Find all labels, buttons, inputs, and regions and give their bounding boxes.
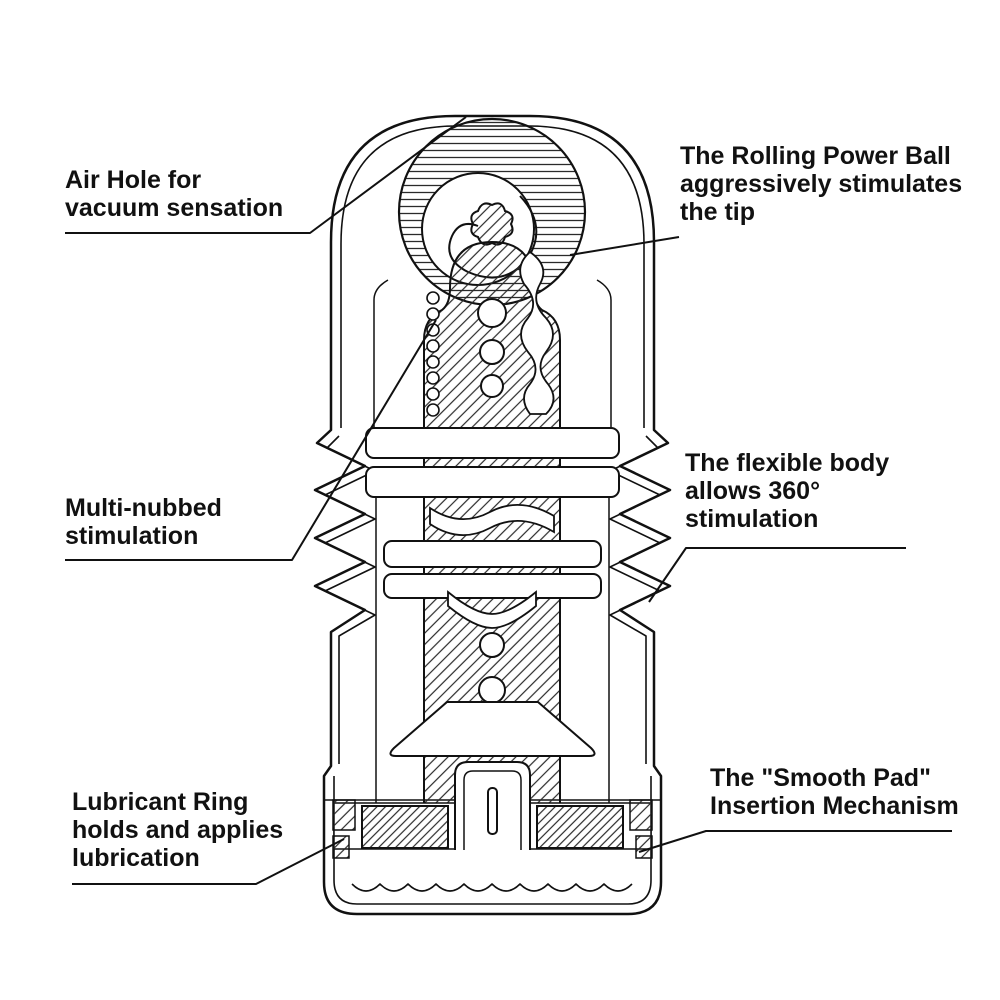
callout-line: The flexible body bbox=[685, 449, 890, 477]
wavy-channel bbox=[519, 250, 555, 415]
sleeve-line-right-top bbox=[596, 279, 612, 428]
callout-line: Lubricant Ring bbox=[72, 788, 249, 816]
air-chamber-icon bbox=[479, 632, 505, 658]
fin bbox=[383, 540, 602, 568]
sleeve-line-left-top bbox=[373, 279, 389, 428]
chevron-cutout bbox=[447, 590, 537, 629]
nub-column bbox=[426, 291, 440, 417]
callout-line: Multi-nubbed bbox=[65, 494, 222, 522]
leader-line-smooth-pad bbox=[638, 830, 952, 853]
air-chamber-icon bbox=[478, 676, 506, 704]
clamp-left-upper bbox=[332, 799, 356, 831]
leader-line-flexible-body bbox=[648, 547, 906, 603]
nub-icon bbox=[426, 403, 440, 417]
leader-line-air-hole bbox=[65, 116, 467, 234]
trumpet-skirt bbox=[389, 701, 596, 757]
callout-line: aggressively stimulates bbox=[680, 170, 963, 198]
air-chamber-icon bbox=[477, 298, 507, 328]
clamp-right-upper bbox=[629, 799, 653, 831]
callout-flexible-body: The flexible body allows 360° stimulatio… bbox=[685, 449, 889, 533]
inner-bellows-right bbox=[609, 435, 661, 764]
clamp-left-lower bbox=[332, 835, 350, 859]
callout-line: vacuum sensation bbox=[65, 194, 284, 222]
callout-rolling-ball: The Rolling Power Ball aggressively stim… bbox=[680, 142, 962, 226]
nub-icon bbox=[426, 371, 440, 385]
leader-line-rolling-ball bbox=[569, 236, 680, 256]
callout-line: stimulation bbox=[65, 522, 199, 550]
callout-line: Air Hole for bbox=[65, 166, 202, 194]
smooth-pad-foot-inner bbox=[463, 770, 522, 850]
callout-line: lubrication bbox=[72, 844, 200, 872]
leader-line-lubricant-ring bbox=[72, 838, 345, 885]
inner-wall-base-cap bbox=[333, 776, 652, 905]
callout-smooth-pad: The "Smooth Pad" Insertion Mechanism bbox=[710, 764, 959, 820]
disc-fins bbox=[365, 427, 620, 599]
callout-line: The "Smooth Pad" bbox=[710, 764, 931, 792]
base-assembly bbox=[332, 761, 653, 859]
callout-multi-nubbed: Multi-nubbed stimulation bbox=[65, 494, 222, 550]
callout-lubricant-ring: Lubricant Ring holds and applies lubrica… bbox=[72, 788, 283, 872]
nub-icon bbox=[426, 291, 440, 305]
callout-line: stimulation bbox=[685, 505, 819, 533]
lubricant-ring-right bbox=[536, 805, 624, 849]
callout-line: the tip bbox=[680, 198, 755, 226]
callout-line: Insertion Mechanism bbox=[710, 792, 959, 820]
inner-sleeve bbox=[373, 279, 612, 803]
base-scallop-line bbox=[351, 883, 633, 892]
callout-line: The Rolling Power Ball bbox=[680, 142, 951, 170]
callout-line: allows 360° bbox=[685, 477, 821, 505]
textured-core bbox=[365, 240, 620, 807]
nub-icon bbox=[426, 355, 440, 369]
wave-cutout bbox=[429, 503, 555, 537]
fin bbox=[383, 573, 602, 599]
nub-icon bbox=[426, 387, 440, 401]
fin bbox=[365, 427, 620, 459]
leader-line-multi-nubbed bbox=[65, 319, 437, 561]
leader-lines bbox=[65, 116, 952, 885]
clamp-right-lower bbox=[635, 835, 653, 859]
air-chamber-icon bbox=[479, 339, 505, 365]
air-chamber-icon bbox=[480, 374, 504, 398]
fin bbox=[365, 466, 620, 498]
callout-air-hole: Air Hole for vacuum sensation bbox=[65, 166, 283, 222]
air-slot bbox=[487, 787, 498, 835]
nub-icon bbox=[426, 339, 440, 353]
lubricant-ring-left bbox=[361, 805, 449, 849]
air-chambers bbox=[477, 298, 507, 704]
callout-line: holds and applies bbox=[72, 816, 284, 844]
nub-icon bbox=[426, 307, 440, 321]
inner-bellows-left bbox=[324, 435, 376, 764]
